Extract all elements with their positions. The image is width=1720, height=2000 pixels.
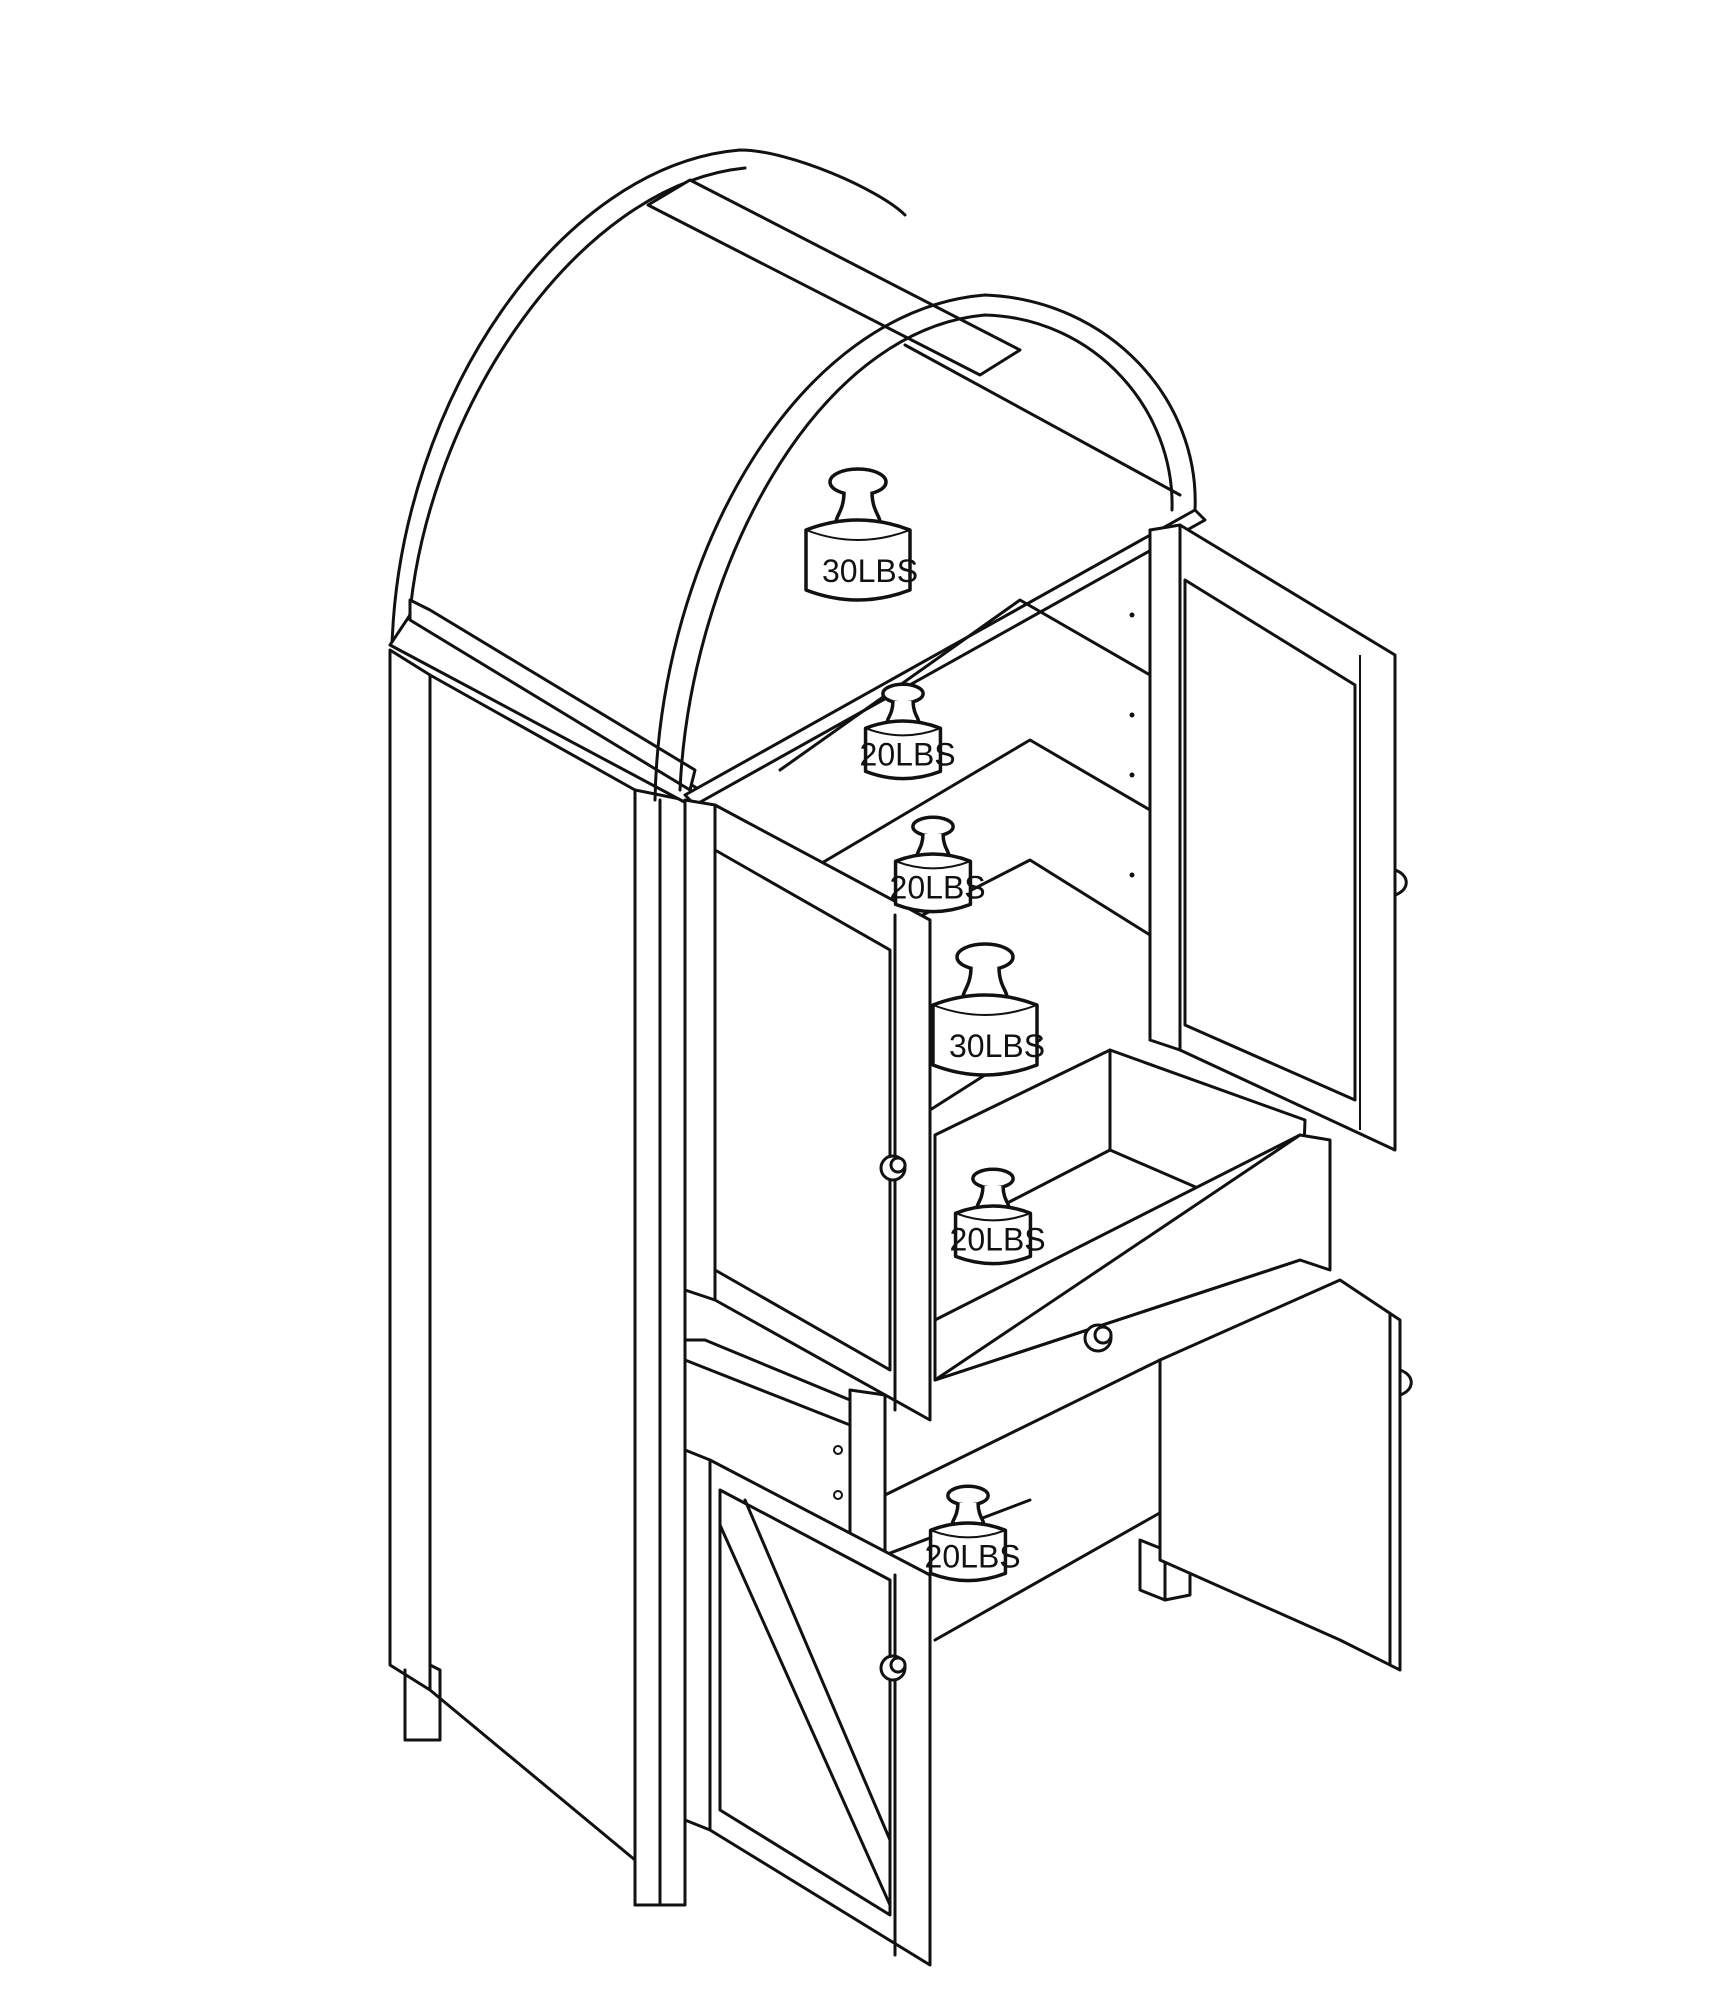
weight-shelf-2: 20LBS <box>890 815 986 914</box>
weight-label: 30LBS <box>949 1028 1045 1064</box>
left-side-panel <box>388 648 687 1907</box>
weight-label: 20LBS <box>890 870 986 906</box>
weight-drawer: 20LBS <box>950 1167 1046 1266</box>
drawer-knob[interactable] <box>1083 1323 1113 1353</box>
weight-shelf-1: 20LBS <box>860 682 956 781</box>
weight-label: 30LBS <box>822 553 918 589</box>
upper-left-door[interactable] <box>683 798 932 1422</box>
weight-label: 20LBS <box>925 1539 1021 1575</box>
arched-top <box>388 148 1207 807</box>
weight-bottom-shelf: 20LBS <box>925 1484 1021 1583</box>
weight-top-arch: 30LBS <box>804 467 918 602</box>
upper-left-door-knob[interactable] <box>879 1154 907 1182</box>
upper-right-door[interactable] <box>1148 523 1408 1152</box>
lower-left-door[interactable] <box>683 1448 932 1967</box>
load-weights: 30LBS 20LBS 20LBS 30LBS 20LBS 20LBS <box>804 467 1046 1583</box>
lower-left-door-knob[interactable] <box>879 1654 907 1682</box>
weight-label: 20LBS <box>860 737 956 773</box>
weight-shelf-3: 30LBS <box>931 942 1045 1077</box>
lower-right-door[interactable] <box>1158 1278 1413 1672</box>
weight-label: 20LBS <box>950 1222 1046 1258</box>
